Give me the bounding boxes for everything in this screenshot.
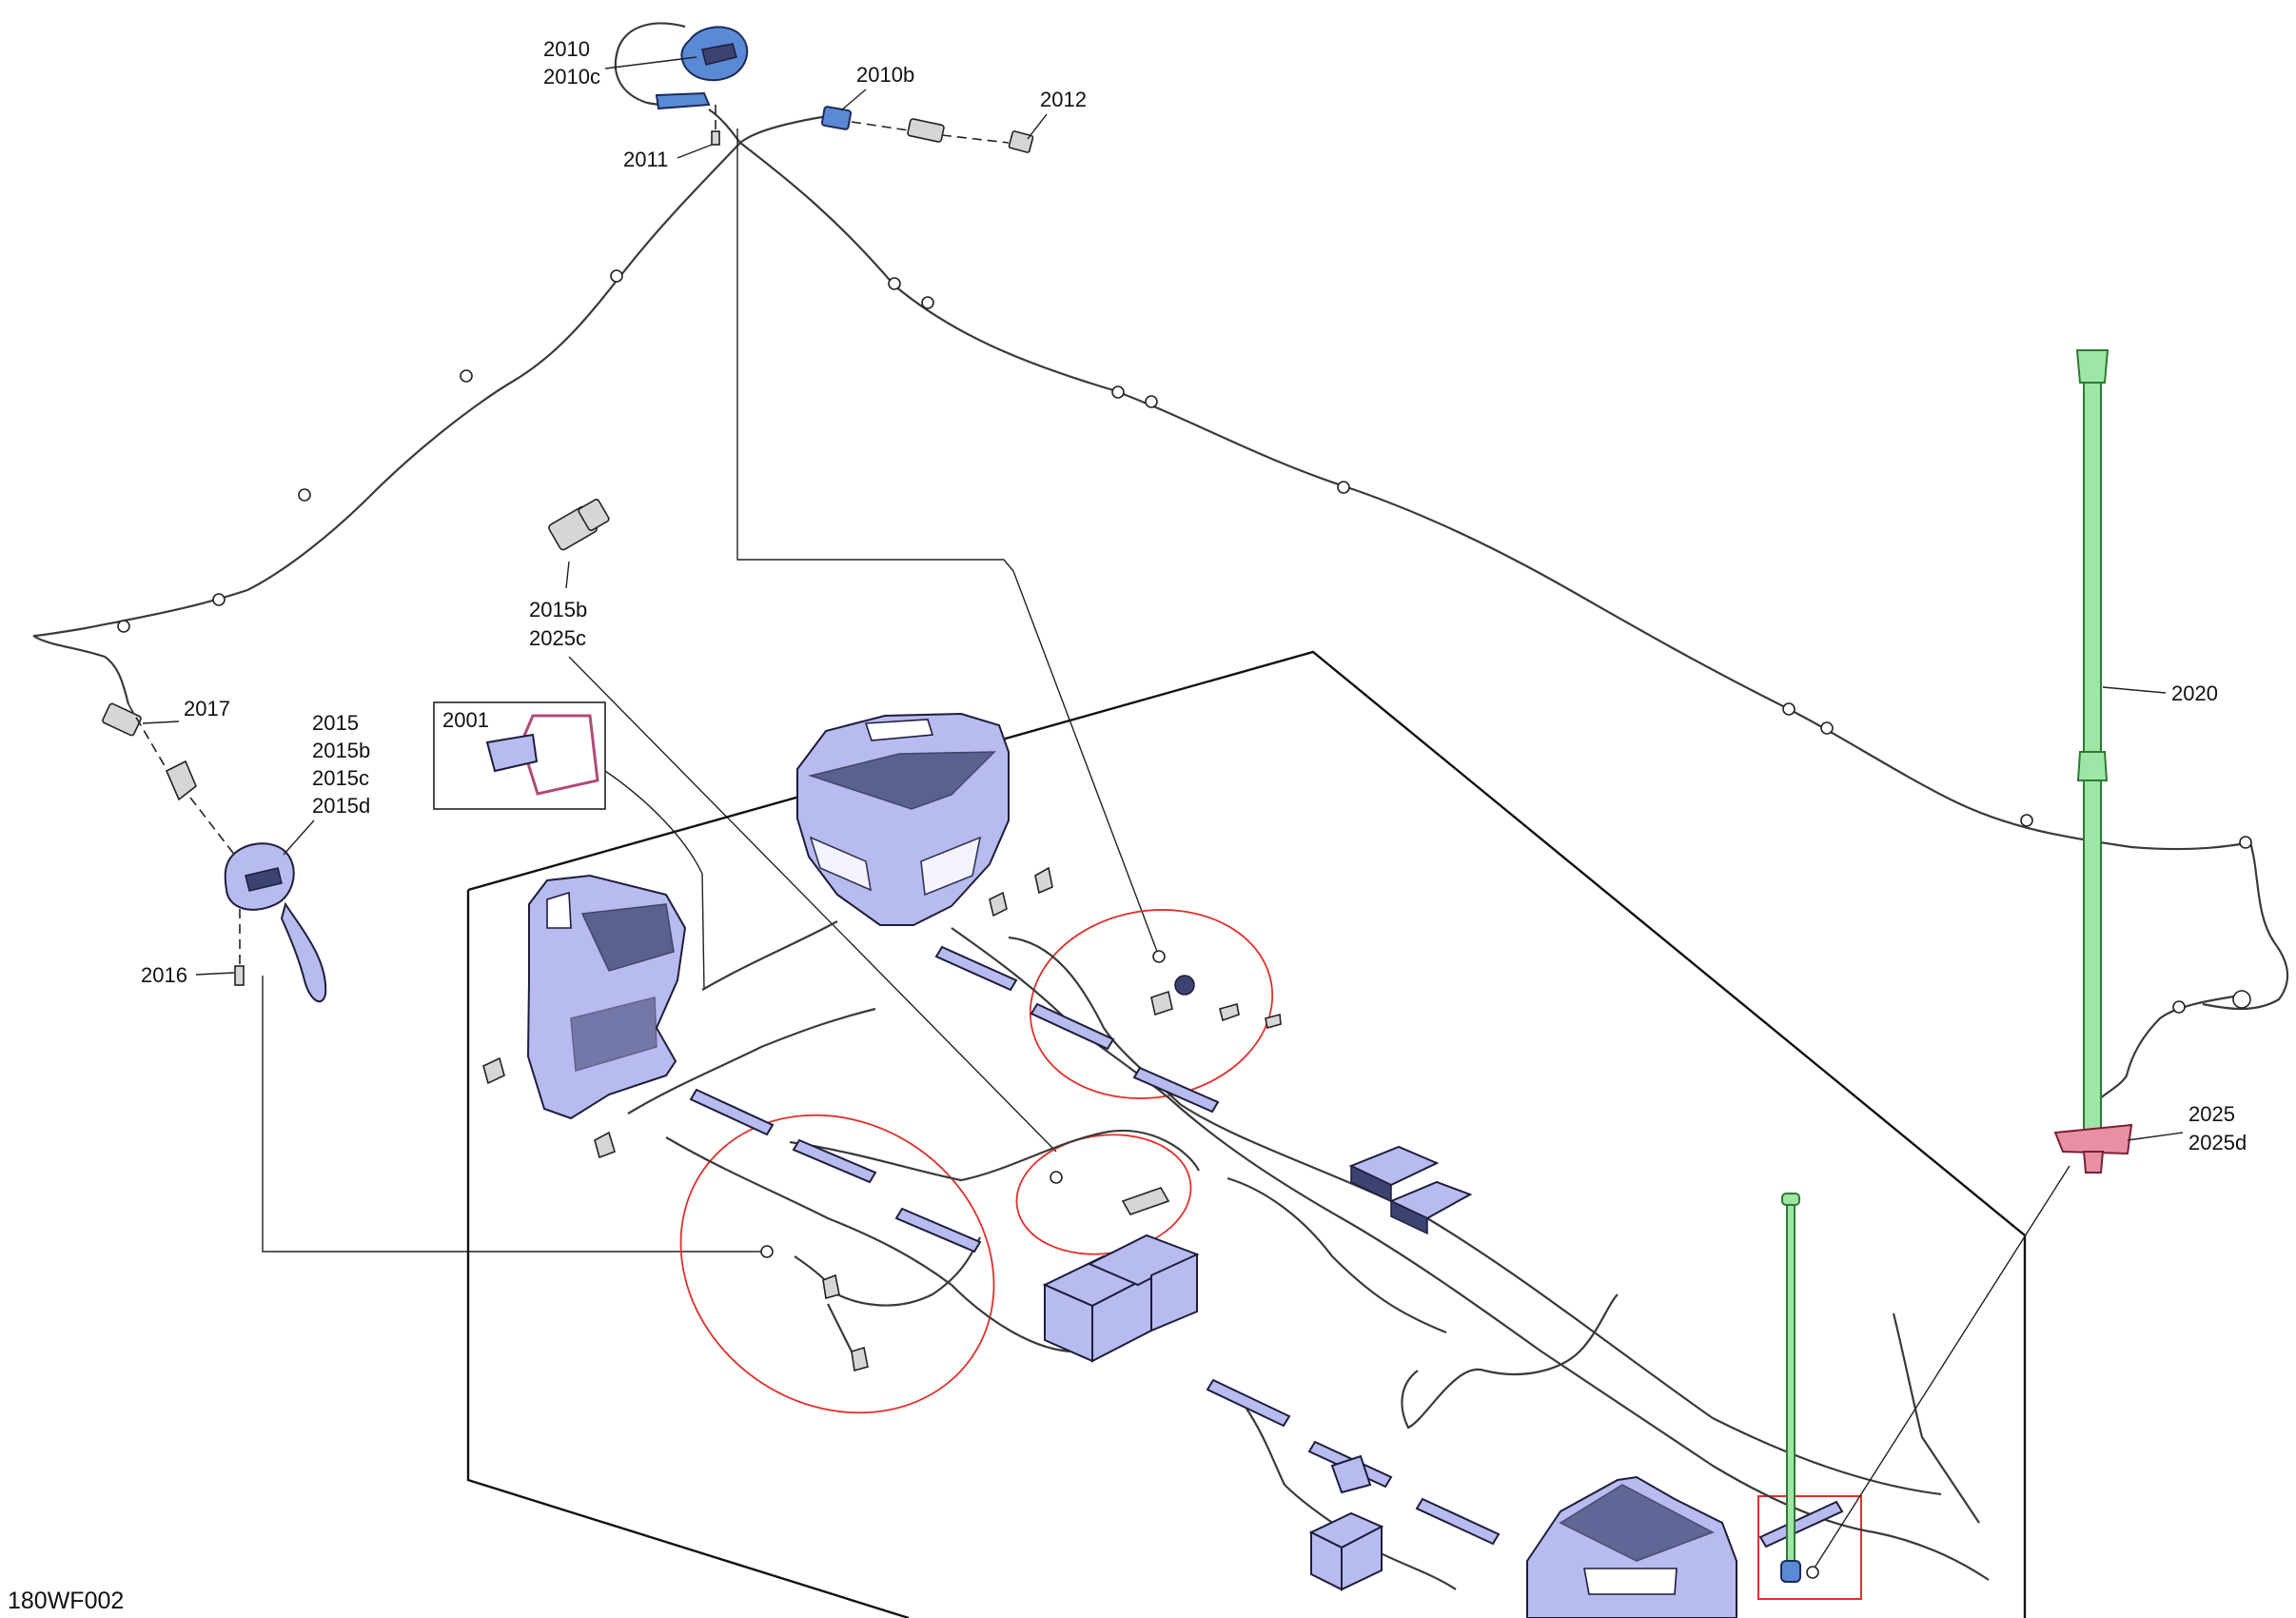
screw-2016 — [234, 965, 245, 986]
callout-2015d: 2015d — [312, 794, 370, 818]
callout-2011: 2011 — [623, 148, 668, 171]
callout-2010c: 2010c — [543, 65, 600, 89]
callout-2020: 2020 — [2171, 681, 2218, 705]
housing-front — [796, 712, 1010, 926]
inset-2001: 2001 — [433, 701, 705, 991]
callout-2017: 2017 — [184, 697, 230, 720]
callout-2016: 2016 — [141, 963, 187, 987]
harness-clips — [117, 269, 2252, 1014]
detail-connectors — [482, 866, 1282, 1372]
lower-harness — [627, 920, 1990, 1590]
screw-2011 — [711, 130, 720, 146]
control-modules — [1348, 1145, 1473, 1235]
callout-2025d: 2025d — [2188, 1131, 2247, 1154]
detail-ring-3 — [679, 1114, 995, 1414]
side-light-unit-2015 — [224, 842, 327, 1003]
upper-harness-right-run — [739, 142, 2251, 851]
callout-2015: 2015 — [312, 711, 359, 735]
callout-2001: 2001 — [442, 708, 489, 732]
antenna-small — [1780, 1193, 1801, 1583]
callout-2025c: 2025c — [529, 626, 586, 650]
marker-lights — [689, 945, 1844, 1549]
batteries — [1042, 1233, 1384, 1591]
detail-box — [1757, 1495, 1862, 1600]
callout-2015c: 2015c — [312, 766, 369, 790]
callout-2010b: 2010b — [856, 63, 914, 87]
callout-2015b-top: 2015b — [529, 598, 587, 622]
upper-harness-left-run — [32, 142, 741, 638]
housing-left — [526, 874, 687, 1120]
housing-rear — [1526, 1475, 1737, 1618]
connector-2015b-2025c — [548, 499, 610, 551]
connector-2017 — [102, 702, 197, 801]
figure-code: 180WF002 — [8, 1588, 124, 1614]
callout-2012: 2012 — [1040, 88, 1087, 111]
antenna-2020 — [2053, 349, 2133, 1174]
connector-2010b — [820, 106, 1034, 153]
roof-light-unit-2010 — [614, 22, 749, 110]
callout-2025: 2025 — [2188, 1102, 2235, 1126]
upper-harness — [32, 109, 2289, 1105]
callout-2010: 2010 — [543, 37, 590, 61]
callout-2015b: 2015b — [312, 739, 370, 762]
